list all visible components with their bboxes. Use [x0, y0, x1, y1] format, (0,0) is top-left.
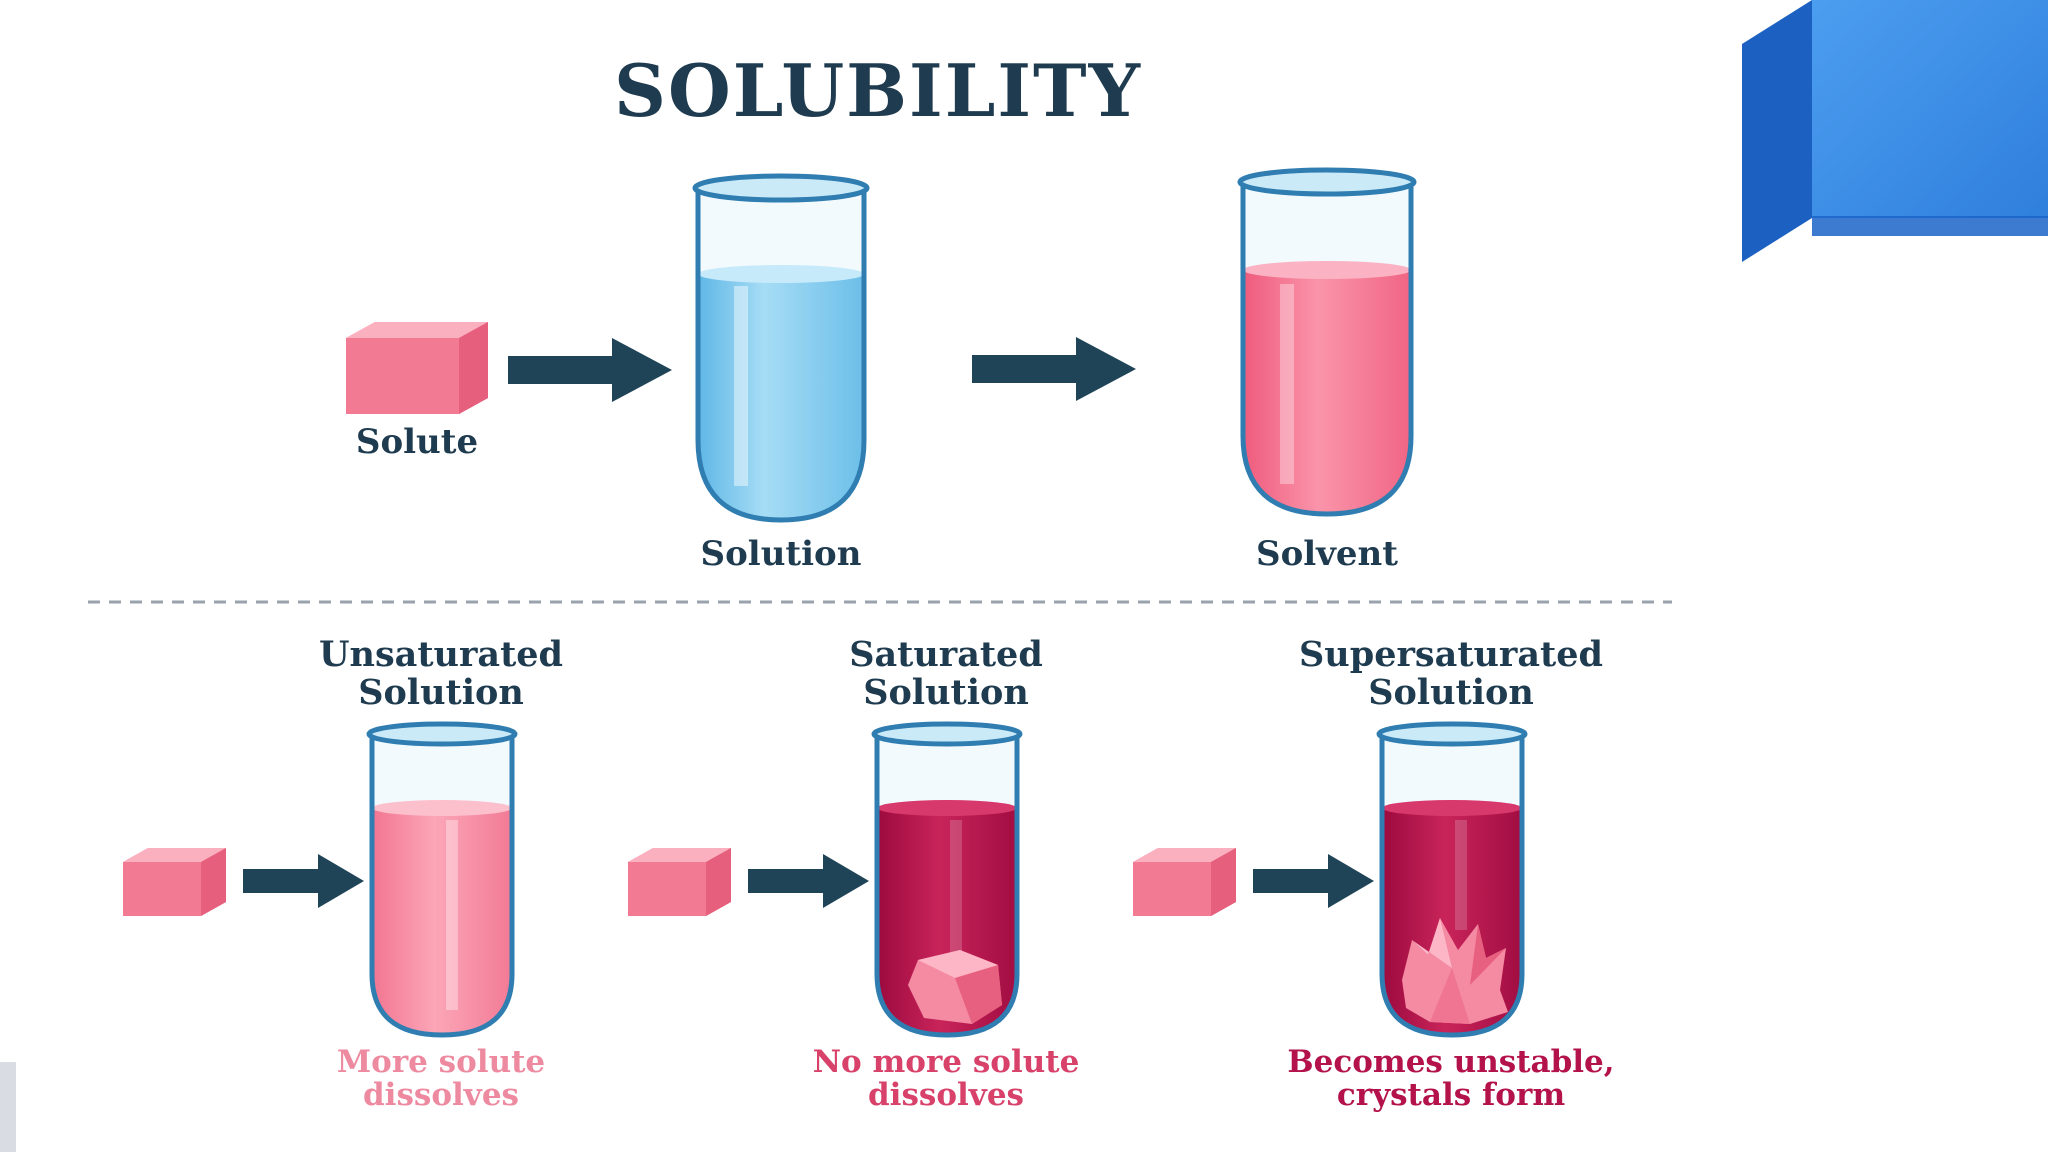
saturated-heading-line2: Solution — [863, 672, 1029, 713]
unsaturated-test-tube-icon — [366, 721, 518, 1038]
saturated-caption-line2: dissolves — [868, 1077, 1024, 1113]
solute-cube-icon — [628, 848, 731, 916]
supersaturated-heading-line2: Solution — [1368, 672, 1534, 713]
solvent-test-tube-icon — [1237, 167, 1417, 517]
saturated-heading-line1: Saturated — [849, 634, 1043, 675]
solution-test-tube-icon — [692, 173, 870, 523]
solute-label: Solute — [356, 422, 478, 462]
unsaturated-heading-line2: Solution — [358, 672, 524, 713]
supersaturated-caption-line1: Becomes unstable, — [1287, 1044, 1614, 1080]
decorative-shape — [1742, 0, 2048, 262]
unsaturated-caption-line1: More solute — [337, 1044, 545, 1080]
supersaturated-caption-line2: crystals form — [1337, 1077, 1565, 1113]
arrow-right-icon — [243, 854, 364, 908]
unsaturated-caption-line2: dissolves — [363, 1077, 519, 1113]
solute-cube-icon — [123, 848, 226, 916]
page-title: SOLUBILITY — [614, 48, 1142, 133]
crystal-icon — [1402, 918, 1508, 1024]
supersaturated-test-tube-icon — [1376, 721, 1528, 1038]
solvent-label: Solvent — [1256, 534, 1398, 574]
corner-accent — [0, 1062, 16, 1152]
unsaturated-heading-line1: Unsaturated — [319, 634, 563, 675]
solution-label: Solution — [701, 534, 862, 574]
arrow-right-icon — [972, 337, 1136, 401]
solute-cube-icon — [346, 322, 488, 414]
undissolved-solute-icon — [908, 950, 1002, 1024]
top-row: Solute Solution — [346, 167, 1417, 574]
saturated-test-tube-icon — [871, 721, 1023, 1038]
arrow-right-icon — [508, 338, 672, 402]
unsaturated-panel: Unsaturated Solution More solute diss — [123, 634, 563, 1113]
solute-cube-icon — [1133, 848, 1236, 916]
arrow-right-icon — [1253, 854, 1374, 908]
supersaturated-heading-line1: Supersaturated — [1299, 634, 1603, 675]
arrow-right-icon — [748, 854, 869, 908]
saturated-caption-line1: No more solute — [813, 1044, 1080, 1080]
saturated-panel: Saturated Solution — [628, 634, 1079, 1113]
supersaturated-panel: Supersaturated Solution — [1133, 634, 1615, 1113]
